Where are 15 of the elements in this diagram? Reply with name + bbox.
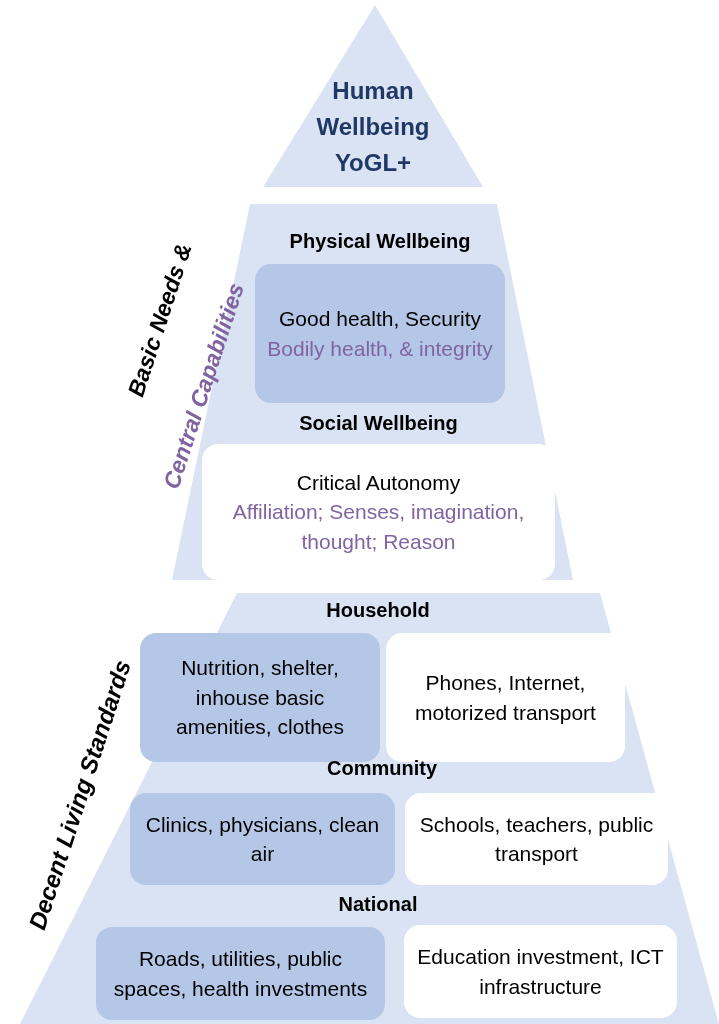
pyramid-top (263, 5, 483, 187)
content-text: Critical Autonomy (296, 469, 461, 496)
tier-heading: National (338, 893, 418, 916)
content-box: Clinics, physicians, clean air (130, 793, 395, 885)
content-box: Education investment, ICT infrastructure (404, 925, 677, 1018)
pyramid-title: Human Wellbeing YoGL+ (315, 76, 431, 178)
content-text: Affiliation; Senses, imagination, thought; Reason (231, 499, 526, 555)
content-box: Schools, teachers, public transport (405, 793, 668, 885)
section-heading: Social Wellbeing (298, 412, 459, 435)
content-text: Bodily health, & integrity (267, 335, 493, 362)
section-heading: Physical Wellbeing (288, 230, 472, 253)
tier-heading: Household (326, 599, 430, 622)
content-box: Roads, utilities, public spaces, health investments (96, 927, 385, 1020)
content-box: Nutrition, shelter, inhouse basic amenities, clothes (140, 633, 380, 762)
content-text: Good health, Security (279, 306, 481, 333)
